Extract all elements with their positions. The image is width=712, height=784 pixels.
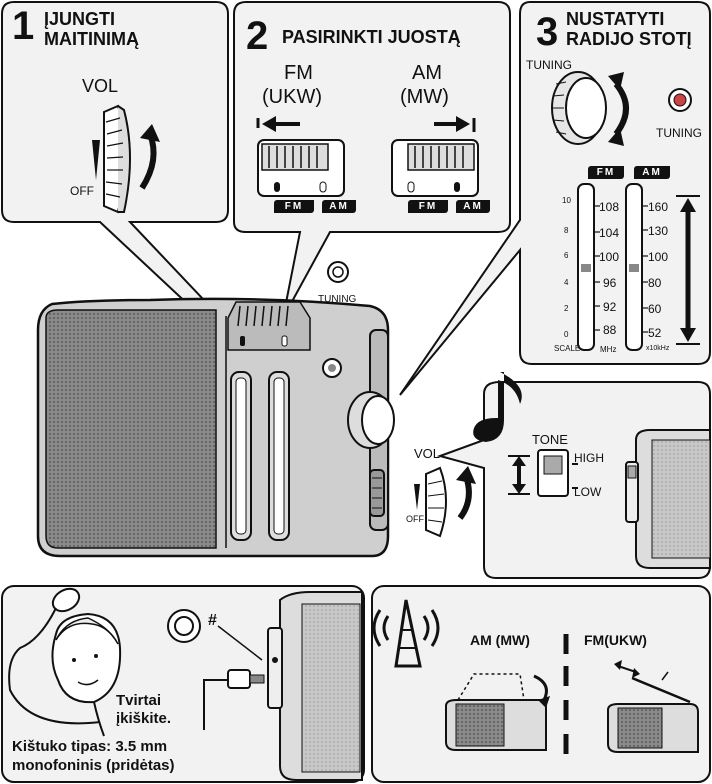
earphone-icon — [8, 587, 101, 725]
jack-symbol-icon — [167, 609, 263, 661]
step3-title-line2: RADIJO STOTĮ — [566, 29, 692, 49]
step1-title-line1: ĮJUNGTI — [44, 9, 116, 29]
jack-symbol-label: # — [208, 612, 217, 629]
radio-tuning-label: TUNING — [318, 294, 357, 305]
am-switch-illustration — [391, 116, 479, 197]
am-badge-right: AM — [456, 200, 490, 213]
scale-arrow-icon — [676, 195, 700, 345]
step2-panel — [233, 1, 511, 319]
fm-radio-illustration — [607, 660, 699, 753]
radio-illustration — [36, 297, 395, 558]
earphone-cable — [203, 669, 265, 730]
step1-vol-label: VOL — [82, 76, 119, 96]
am-unit-label: x10kHz — [646, 345, 670, 352]
instruction-line2: įkiškite. — [116, 710, 172, 727]
tuning-led-icon — [668, 88, 692, 112]
small-tuning-led-icon — [327, 261, 349, 283]
fm-tick: 96 — [603, 276, 617, 290]
volume-wheel-icon — [92, 104, 131, 214]
tone-high-label: HIGH — [574, 451, 604, 465]
rotate-both-arrow-icon — [608, 72, 629, 146]
scale-tick: 4 — [564, 278, 569, 287]
fm-tick: 108 — [599, 200, 620, 214]
am-radio-illustration — [445, 673, 550, 751]
radio-off-label: OFF — [406, 514, 424, 524]
fm-tick: 104 — [599, 226, 620, 240]
frequency-scale — [577, 183, 648, 351]
fm-badge-left: FM — [274, 200, 314, 213]
am-tick: 60 — [648, 302, 662, 316]
fm-label: FM — [284, 62, 313, 84]
step3-tuning-led-label: TUNING — [656, 126, 702, 140]
instruction-line1: Tvirtai — [116, 692, 162, 709]
fm-unit-label: MHz — [600, 345, 617, 354]
radio-vol-label: VOL — [414, 446, 441, 461]
step3-fm-badge: FM — [588, 166, 624, 179]
step1-off-label: OFF — [70, 184, 94, 198]
step2-title: PASIRINKTI JUOSTĄ — [282, 27, 461, 47]
scale-unit-label: SCALE — [554, 344, 581, 353]
antenna-tower-icon — [372, 599, 440, 668]
fm-tick: 92 — [603, 300, 617, 314]
step1-number: 1 — [12, 4, 35, 48]
fm-badge-right: FM — [408, 200, 448, 213]
scale-tick: 10 — [562, 196, 571, 205]
am-antenna-label: AM (MW) — [470, 632, 530, 648]
tone-switch-illustration — [508, 449, 578, 497]
step3-tuning-knob-label: TUNING — [526, 58, 572, 72]
step1-title-line2: MAITINIMĄ — [44, 29, 139, 49]
am-tick: 130 — [648, 224, 669, 238]
plug-type-line1: Kištuko tipas: 3.5 mm — [12, 738, 168, 755]
scale-tick: 2 — [564, 304, 569, 313]
am-sub-label: (MW) — [400, 86, 449, 108]
am-tick: 100 — [648, 250, 669, 264]
fm-tick: 100 — [599, 250, 620, 264]
tone-low-label: LOW — [574, 485, 602, 499]
fm-tick: 88 — [603, 323, 617, 337]
earphone-radio-side-illustration — [267, 591, 363, 781]
am-tick: 160 — [648, 200, 669, 214]
step3-am-badge: AM — [634, 166, 670, 179]
am-label: AM — [412, 62, 442, 84]
am-badge-left: AM — [322, 200, 356, 213]
scale-tick: 0 — [564, 330, 569, 339]
am-tick: 52 — [648, 326, 662, 340]
fm-switch-illustration — [256, 116, 345, 197]
small-volume-wheel-icon — [414, 466, 476, 538]
tuning-knob-icon — [551, 71, 607, 145]
step3-title-line1: NUSTATYTI — [566, 9, 665, 29]
fm-antenna-label: FM(UKW) — [584, 632, 647, 648]
fm-sub-label: (UKW) — [262, 86, 322, 108]
music-note-icon — [473, 372, 522, 442]
tone-label: TONE — [532, 432, 568, 447]
scale-tick: 6 — [564, 251, 569, 260]
rotate-up-arrow-icon — [139, 124, 160, 190]
am-tick: 80 — [648, 276, 662, 290]
scale-tick: 8 — [564, 226, 569, 235]
tone-radio-side-illustration — [625, 429, 711, 569]
plug-type-line2: monofoninis (pridėtas) — [12, 757, 175, 774]
step2-number: 2 — [246, 14, 269, 58]
step3-number: 3 — [536, 10, 559, 54]
person-listening-icon — [51, 612, 122, 737]
